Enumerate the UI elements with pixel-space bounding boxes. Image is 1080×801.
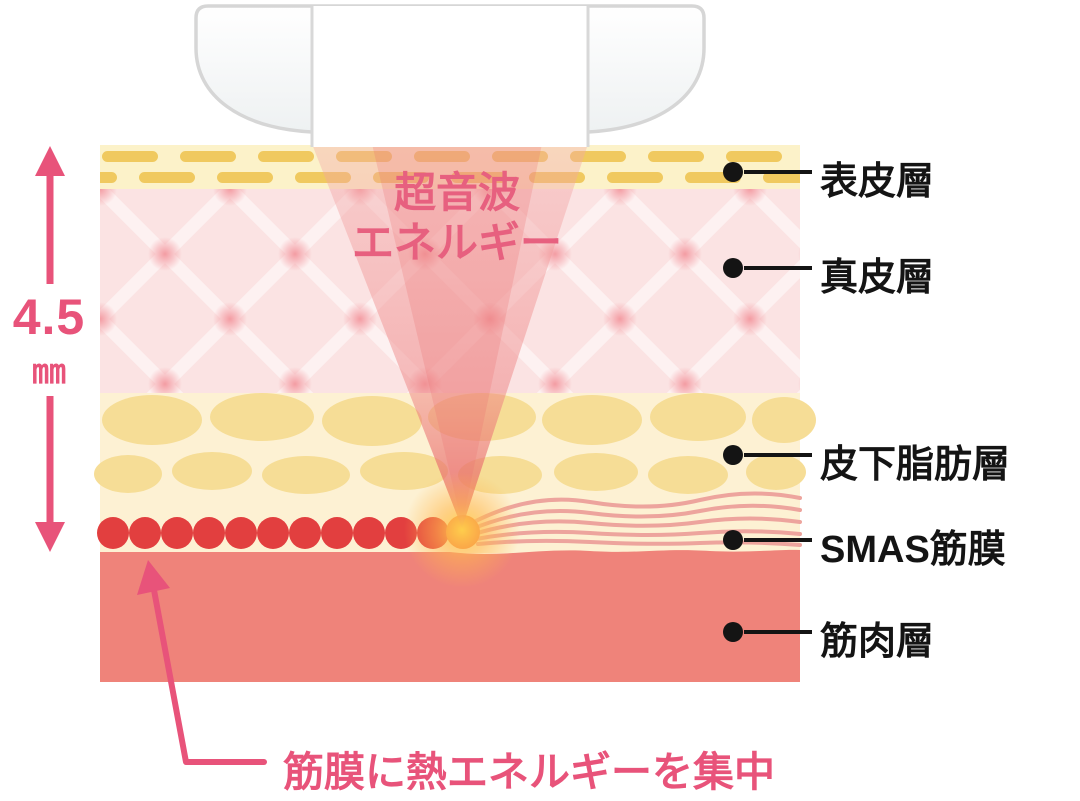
ultrasound-probe [194, 4, 706, 147]
focus-caption: 筋膜に熱エネルギーを集中 [283, 749, 775, 795]
depth-value: 4.5 [12, 289, 86, 345]
focus-arrow [137, 560, 267, 765]
smas-fascia-lines [468, 491, 802, 547]
energy-line1: 超音波 [393, 169, 520, 216]
label-smas-fascia: SMAS筋膜 [820, 529, 1006, 571]
depth-unit: ㎜ [32, 353, 66, 391]
label-dermis: 真皮層 [820, 257, 935, 299]
label-muscle: 筋肉層 [820, 621, 935, 663]
label-subcutaneous-fat: 皮下脂肪層 [820, 444, 1011, 486]
energy-label: 超音波 エネルギー [292, 168, 622, 267]
depth-arrow [35, 146, 65, 552]
muscle-layer [100, 549, 800, 682]
label-dots [723, 162, 743, 642]
focus-glow [404, 472, 520, 588]
energy-line2: エネルギー [351, 218, 562, 266]
label-epidermis: 表皮層 [820, 161, 935, 203]
label-leaders [744, 170, 812, 634]
ultrasound-cone [312, 144, 588, 588]
